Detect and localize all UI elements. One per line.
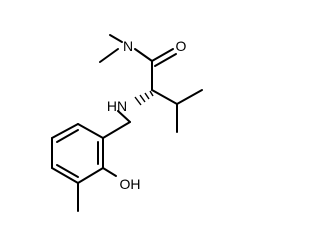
atom-label-layer: N O HN OH xyxy=(107,38,187,192)
bond-ring-1 xyxy=(77,123,104,139)
hash-line-3 xyxy=(139,94,146,103)
bond-carbonyl-double-a xyxy=(151,48,174,62)
atom-amine-nh: HN xyxy=(107,98,127,114)
bond-nh-benzylic xyxy=(117,110,131,123)
bond-isopropyl-methyl-up xyxy=(176,89,203,105)
atom-phenol-oh: OH xyxy=(120,176,141,192)
bond-ring-inner-b xyxy=(56,129,79,143)
bond-benzylic-ring xyxy=(102,121,131,139)
bond-carbonyl-double-b xyxy=(154,53,177,67)
bond-n-methyl-lower xyxy=(99,48,119,63)
bond-ring-2 xyxy=(51,123,79,139)
hash-line-2 xyxy=(144,92,150,100)
hash-line-1 xyxy=(149,90,154,97)
atom-carbonyl-o: O xyxy=(176,38,187,54)
bond-n-methyl-upper xyxy=(109,34,123,43)
atom-amide-n: N xyxy=(123,38,133,54)
bond-layer xyxy=(51,34,203,212)
stereo-hash-wedge xyxy=(134,90,154,106)
hash-line-4 xyxy=(134,96,142,106)
bond-ring-4 xyxy=(51,167,79,184)
bond-alpha-isopropyl xyxy=(151,89,178,105)
bond-n-carbonyl xyxy=(134,48,153,62)
molecule-structure-canvas: N O HN OH xyxy=(51,34,203,212)
bond-ring-5 xyxy=(77,167,104,184)
bond-ring-inner-c xyxy=(56,164,79,178)
bond-ring-hydroxyl xyxy=(102,167,117,177)
